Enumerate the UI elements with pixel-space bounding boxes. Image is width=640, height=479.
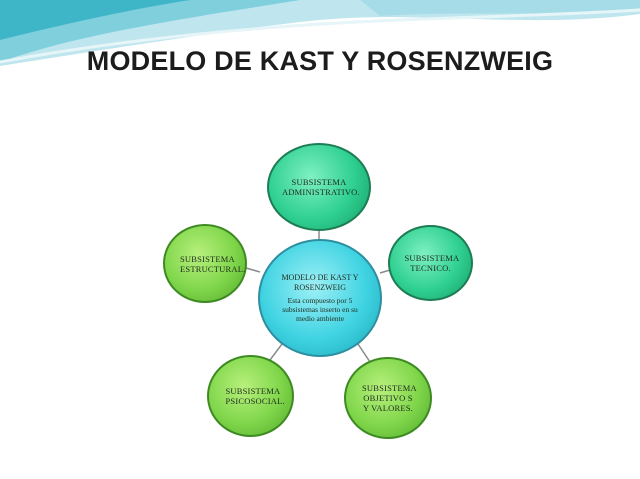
node-estructural: SUBSISTEMA ESTRUCTURAL.: [163, 224, 247, 303]
node-psicosocial-label: SUBSISTEMA PSICOSOCIAL.: [225, 386, 285, 406]
slide-title: MODELO DE KAST Y ROSENZWEIG: [86, 46, 554, 76]
node-estructural-label: SUBSISTEMA ESTRUCTURAL.: [180, 253, 246, 274]
node-objetivos-valores-label: SUBSISTEMA OBJETIVO S Y VALORES.: [362, 383, 417, 413]
connector-bottom-right: [357, 343, 371, 363]
center-node-text: Esta compuesto por 5 subsistemas inserto…: [282, 296, 358, 323]
connector-left: [245, 267, 261, 273]
connector-bottom-left: [269, 343, 283, 361]
node-administrativo-label: SUBSISTEMA ADMINISTRATIVO.: [282, 177, 360, 197]
node-tecnico: SUBSISTEMA TECNICO.: [388, 225, 473, 301]
node-objetivos-valores: SUBSISTEMA OBJETIVO S Y VALORES.: [344, 357, 432, 439]
node-tecnico-label: SUBSISTEMA TECNICO.: [404, 253, 460, 273]
center-node-heading: MODELO DE KAST Y ROSENZWEIG: [281, 273, 359, 292]
node-psicosocial: SUBSISTEMA PSICOSOCIAL.: [207, 355, 294, 437]
node-administrativo: SUBSISTEMA ADMINISTRATIVO.: [267, 143, 371, 231]
center-node: MODELO DE KAST Y ROSENZWEIG Esta compues…: [258, 239, 382, 357]
